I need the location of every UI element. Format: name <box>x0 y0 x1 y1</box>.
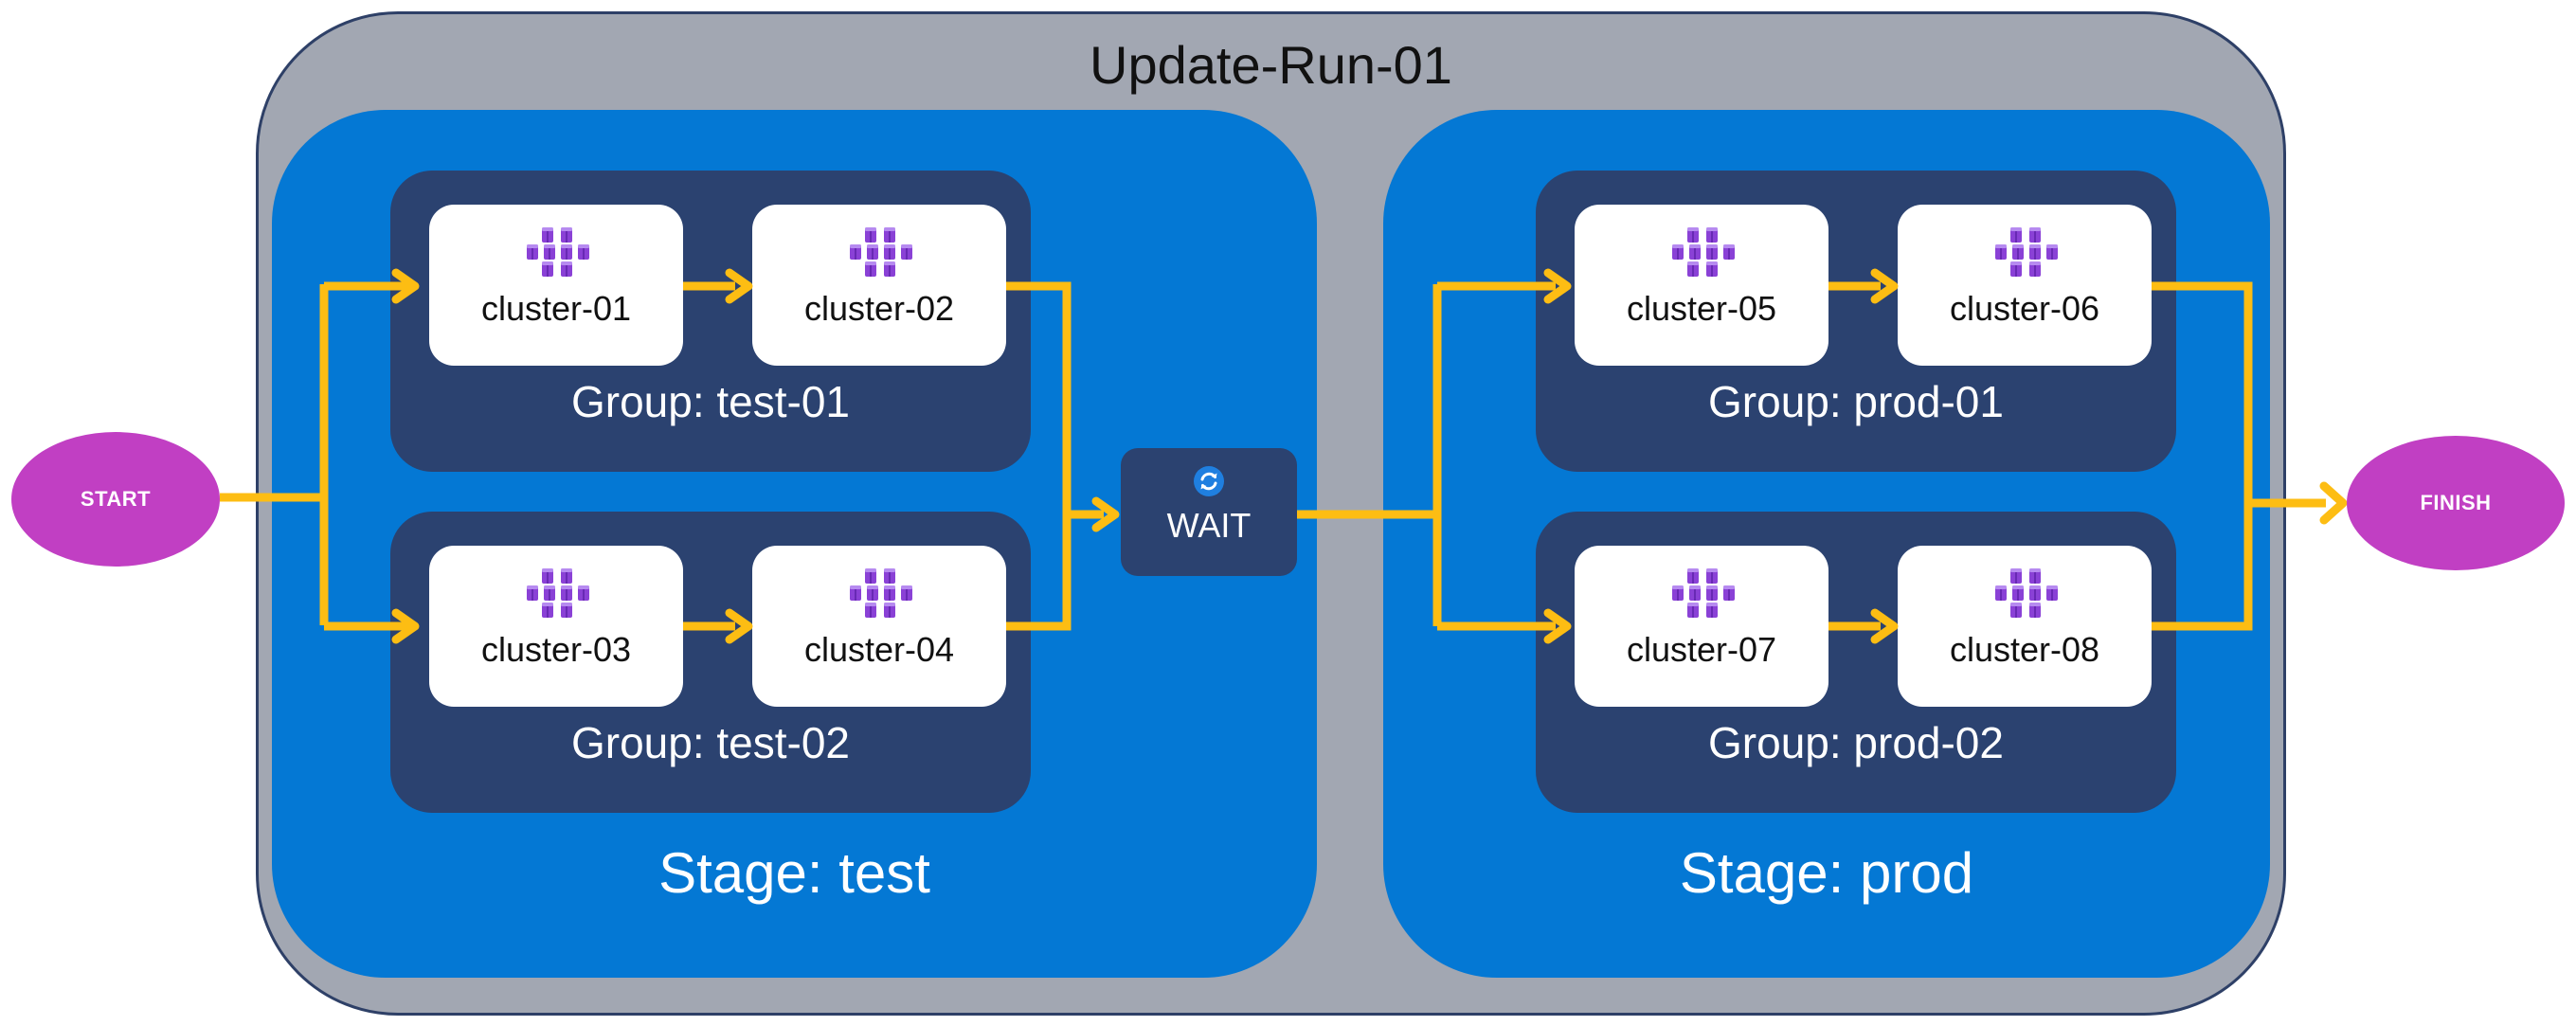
kubernetes-cluster-icon <box>1672 227 1735 277</box>
cluster-label: cluster-08 <box>1949 630 2100 669</box>
wait-label: WAIT <box>1166 506 1252 545</box>
cluster-label: cluster-07 <box>1626 630 1777 669</box>
arrowhead <box>2319 481 2348 525</box>
finish-label: FINISH <box>2420 491 2492 514</box>
start-node[interactable]: START <box>11 432 220 567</box>
start-label: START <box>80 487 152 511</box>
cluster-label: cluster-05 <box>1626 289 1777 328</box>
kubernetes-cluster-icon <box>1995 227 2058 277</box>
cluster-label: cluster-01 <box>480 289 632 328</box>
cluster-card-01[interactable]: cluster-01 <box>429 205 683 366</box>
stage-prod-title: Stage: prod <box>1679 841 1974 905</box>
refresh-icon <box>1194 466 1224 496</box>
cluster-card-06[interactable]: cluster-06 <box>1898 205 2152 366</box>
cluster-card-03[interactable]: cluster-03 <box>429 546 683 707</box>
arrowhead <box>725 608 753 644</box>
arrowhead <box>725 268 753 304</box>
arrow-prod-merge <box>2152 281 2253 631</box>
cluster-label: cluster-06 <box>1949 289 2100 328</box>
arrowhead <box>1091 496 1120 532</box>
kubernetes-cluster-icon <box>1995 568 2058 618</box>
wait-step[interactable]: WAIT <box>1121 448 1297 576</box>
kubernetes-cluster-icon <box>1672 568 1735 618</box>
arrowhead <box>1870 268 1899 304</box>
update-run-title: Update-Run-01 <box>1090 35 1452 95</box>
arrow-test-merge <box>1006 281 1072 631</box>
kubernetes-cluster-icon <box>527 227 589 277</box>
cluster-card-04[interactable]: cluster-04 <box>752 546 1006 707</box>
cluster-label: cluster-04 <box>803 630 955 669</box>
cluster-card-07[interactable]: cluster-07 <box>1575 546 1828 707</box>
kubernetes-cluster-icon <box>850 227 912 277</box>
group-prod-02-title: Group: prod-02 <box>1708 718 2004 767</box>
group-prod-01-title: Group: prod-01 <box>1708 377 2004 426</box>
arrowhead <box>391 608 420 644</box>
cluster-card-05[interactable]: cluster-05 <box>1575 205 1828 366</box>
cluster-label: cluster-02 <box>803 289 955 328</box>
finish-node[interactable]: FINISH <box>2347 436 2565 570</box>
cluster-card-08[interactable]: cluster-08 <box>1898 546 2152 707</box>
cluster-card-02[interactable]: cluster-02 <box>752 205 1006 366</box>
arrowhead <box>1543 268 1572 304</box>
group-test-01-title: Group: test-01 <box>570 377 851 426</box>
arrowhead <box>1870 608 1899 644</box>
arrowhead <box>1543 608 1572 644</box>
kubernetes-cluster-icon <box>527 568 589 618</box>
kubernetes-cluster-icon <box>850 568 912 618</box>
stage-test-title: Stage: test <box>658 841 930 905</box>
arrowhead <box>391 268 420 304</box>
group-test-02-title: Group: test-02 <box>570 718 851 767</box>
cluster-label: cluster-03 <box>480 630 632 669</box>
